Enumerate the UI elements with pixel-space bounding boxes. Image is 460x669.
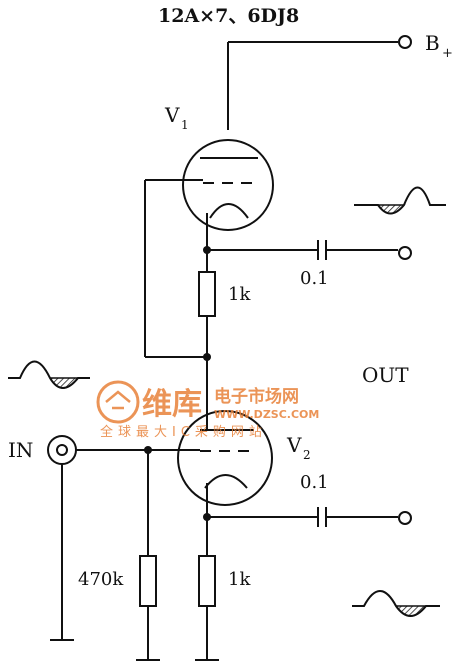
out-label: OUT (362, 363, 409, 387)
r-bottom-label: 1k (228, 569, 251, 590)
b-plus-label: B (425, 31, 440, 55)
watermark: 维库 电子市场网 WWW.DZSC.COM 全球最大IC采购网站 (96, 380, 319, 440)
ground-symbols (50, 639, 219, 661)
title-text: 12A×7、6DJ8 (158, 5, 299, 27)
b-plus-supply (227, 35, 412, 130)
watermark-logo-icon (96, 380, 140, 424)
junction-dot (203, 513, 211, 521)
v2-subscript: 2 (303, 448, 311, 462)
watermark-subtitle: 电子市场网 (214, 386, 299, 407)
input-jack (47, 435, 200, 640)
tube-v2 (177, 357, 273, 506)
r-470k-label: 470k (78, 569, 124, 590)
v2-label: V (286, 433, 302, 457)
cap-top-label: 0.1 (300, 268, 329, 289)
v1-grid-lead (144, 179, 207, 358)
resistor-1k-top (198, 271, 216, 317)
waveform-input (8, 360, 90, 389)
v1-cathode-wire (206, 213, 412, 272)
v1-label: V (164, 103, 180, 127)
watermark-tagline: 全球最大IC采购网站 (100, 424, 267, 440)
watermark-brand: 维库 (142, 387, 202, 422)
resistor-1k-bottom (198, 555, 216, 607)
watermark-url: WWW.DZSC.COM (214, 408, 319, 421)
resistor-470k (139, 555, 157, 607)
v1-subscript: 1 (181, 118, 189, 132)
tube-v1 (182, 139, 274, 231)
in-label: IN (8, 438, 33, 462)
r-top-label: 1k (228, 284, 251, 305)
waveform-v2-output (352, 590, 440, 617)
cap-bottom-label: 0.1 (300, 472, 329, 493)
b-plus-subscript: + (442, 46, 453, 61)
waveform-v1-output (354, 186, 446, 215)
junction-dot (203, 246, 211, 254)
